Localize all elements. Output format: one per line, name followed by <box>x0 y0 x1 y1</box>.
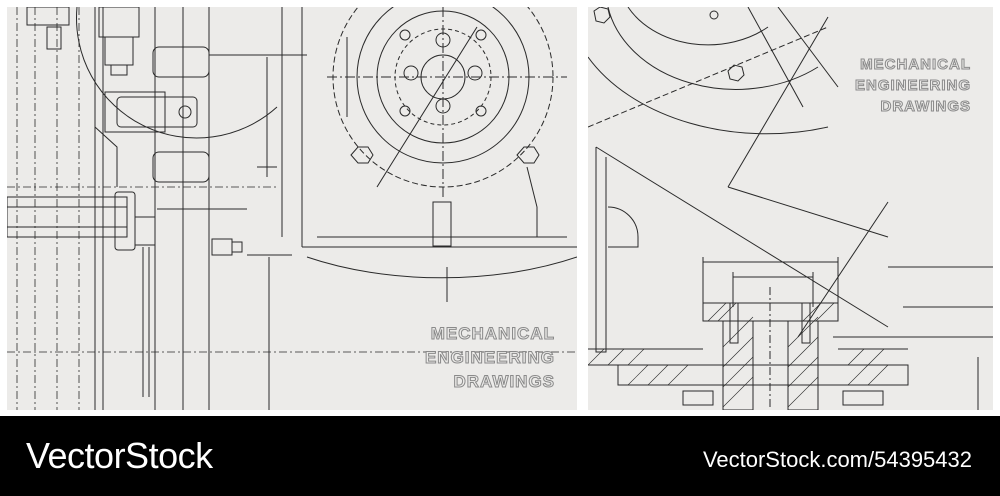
watermark-footer: VectorStock VectorStock.com/54395432 <box>0 416 1000 496</box>
brand-logo-text: VectorStock <box>26 435 213 476</box>
right-caption-line-2: ENGINEERING <box>855 77 971 94</box>
left-drawing-panel: MECHANICAL ENGINEERING DRAWINGS <box>7 7 577 410</box>
left-technical-drawing: MECHANICAL ENGINEERING DRAWINGS <box>7 7 577 410</box>
left-caption-line-3: DRAWINGS <box>454 372 556 391</box>
right-drawing-panel: MECHANICAL ENGINEERING DRAWINGS <box>588 7 993 410</box>
right-caption-line-3: DRAWINGS <box>881 98 972 115</box>
left-caption-line-2: ENGINEERING <box>425 348 555 367</box>
right-technical-drawing: MECHANICAL ENGINEERING DRAWINGS <box>588 7 993 410</box>
left-caption: MECHANICAL ENGINEERING DRAWINGS <box>424 324 556 392</box>
right-caption-line-1: MECHANICAL <box>860 56 971 73</box>
right-caption: MECHANICAL ENGINEERING DRAWINGS <box>854 56 972 116</box>
left-caption-line-1: MECHANICAL <box>431 324 555 343</box>
image-id-text: VectorStock.com/54395432 <box>702 447 972 472</box>
